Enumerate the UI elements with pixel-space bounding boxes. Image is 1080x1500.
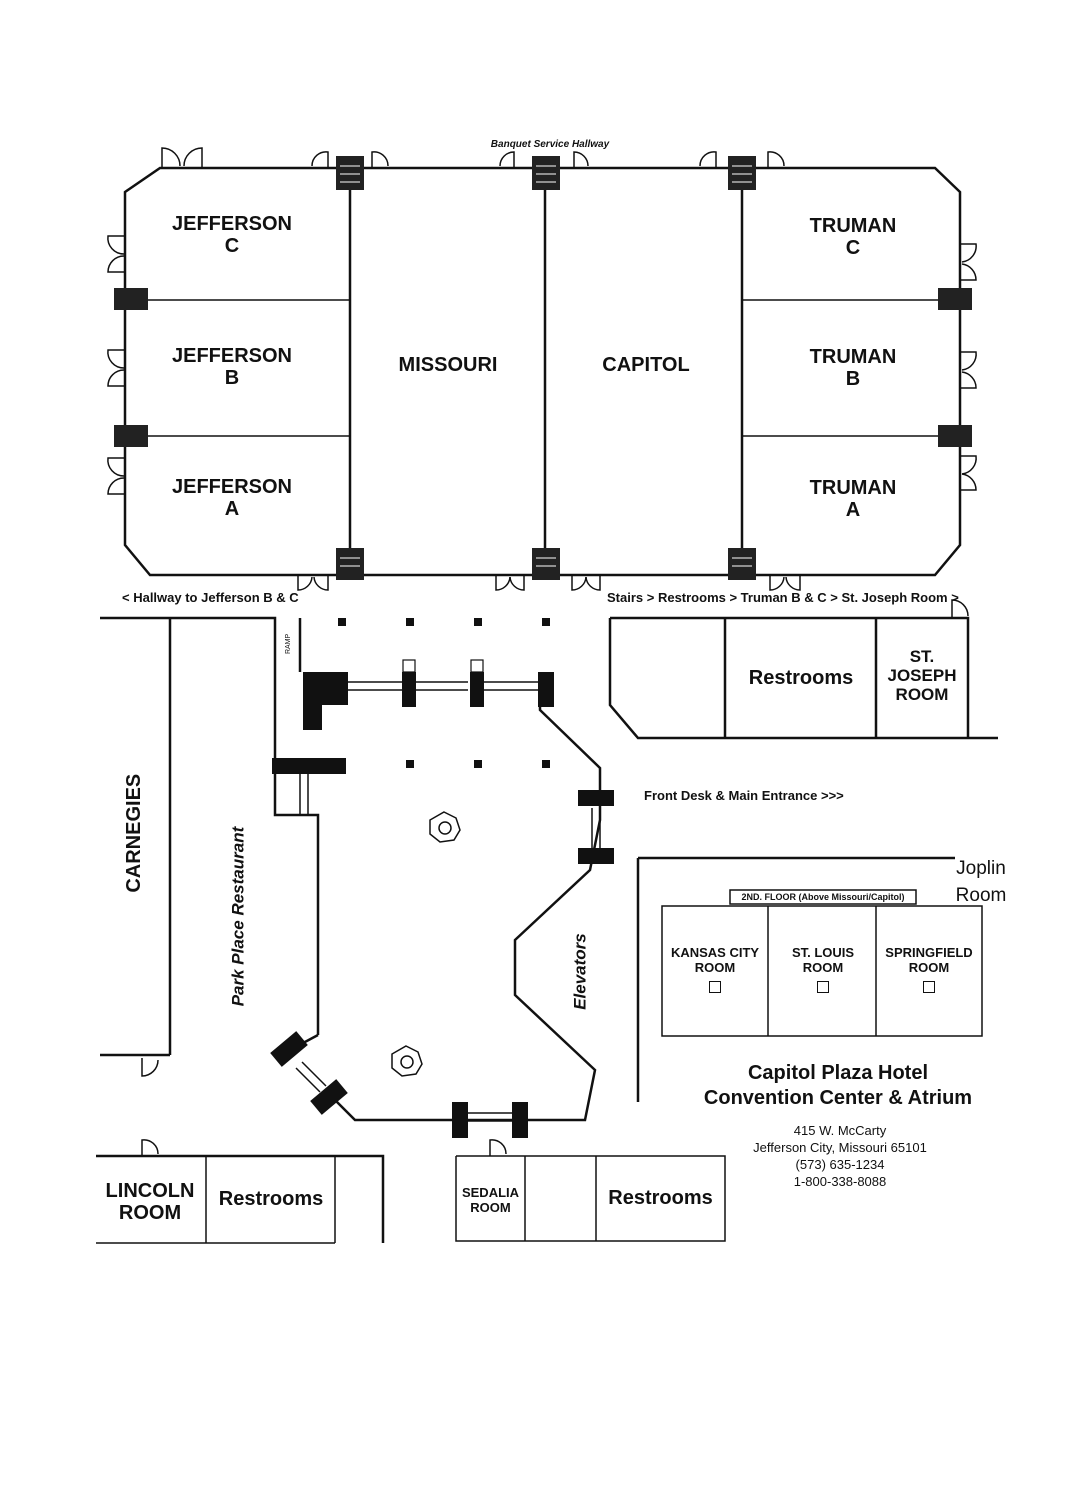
room-joplin-line2: Room xyxy=(955,884,1007,906)
room-st-joseph-line2: JOSEPH xyxy=(887,666,957,686)
room-sedalia: SEDALIA ROOM xyxy=(456,1185,525,1215)
hotel-address-line2: Jefferson City, Missouri 65101 xyxy=(753,1139,927,1155)
room-jefferson-a: JEFFERSON A xyxy=(160,476,304,521)
stair-square-icon xyxy=(709,981,721,994)
room-truman-a-letter: A xyxy=(845,499,861,522)
room-sedalia-line2: ROOM xyxy=(470,1199,511,1215)
room-truman-a-name: TRUMAN xyxy=(809,477,897,499)
room-springfield: SPRINGFIELD ROOM xyxy=(876,945,982,997)
room-truman-a: TRUMAN A xyxy=(790,477,916,522)
room-restrooms-east: Restrooms xyxy=(748,667,854,689)
room-jefferson-a-letter: A xyxy=(224,498,240,521)
room-st-louis: ST. LOUIS ROOM xyxy=(770,945,876,997)
room-missouri: MISSOURI xyxy=(398,354,498,376)
room-st-joseph-line3: ROOM xyxy=(895,685,949,705)
room-truman-b-letter: B xyxy=(845,368,861,391)
hotel-phone: (573) 635-1234 xyxy=(795,1156,885,1172)
room-st-louis-line2: ROOM xyxy=(802,959,844,975)
room-st-joseph-line1: ST. xyxy=(909,647,935,666)
room-restrooms-sw: Restrooms xyxy=(218,1188,324,1210)
room-st-louis-line1: ST. LOUIS xyxy=(791,945,855,960)
room-kansas-city: KANSAS CITY ROOM xyxy=(662,945,768,997)
room-carnegies: CARNEGIES xyxy=(122,773,145,893)
room-jefferson-c-name: JEFFERSON xyxy=(171,213,293,235)
note-stairs-route: Stairs > Restrooms > Truman B & C > St. … xyxy=(607,590,959,605)
room-jefferson-b-letter: B xyxy=(224,367,240,390)
note-banquet-hallway: Banquet Service Hallway xyxy=(490,139,610,150)
stair-square-icon xyxy=(817,981,829,994)
room-truman-c-name: TRUMAN xyxy=(809,215,897,237)
room-truman-b: TRUMAN B xyxy=(790,346,916,391)
room-jefferson-c-letter: C xyxy=(224,235,240,258)
hotel-tollfree: 1-800-338-8088 xyxy=(793,1173,887,1189)
room-truman-c-letter: C xyxy=(845,237,861,260)
note-front-desk: Front Desk & Main Entrance >>> xyxy=(644,788,844,803)
room-springfield-line1: SPRINGFIELD xyxy=(885,945,973,960)
room-springfield-line2: ROOM xyxy=(908,959,950,975)
hotel-address: 415 W. McCarty Jefferson City, Missouri … xyxy=(700,1123,980,1191)
room-kansas-city-line2: ROOM xyxy=(694,959,736,975)
room-restrooms-s: Restrooms xyxy=(608,1187,713,1209)
room-capitol: CAPITOL xyxy=(602,354,690,376)
room-jefferson-a-name: JEFFERSON xyxy=(171,476,293,498)
hotel-name-line2: Convention Center & Atrium xyxy=(703,1087,973,1109)
room-lincoln-line2: ROOM xyxy=(118,1202,182,1225)
room-joplin-line1: Joplin xyxy=(956,858,1006,879)
room-elevators: Elevators xyxy=(570,933,590,1010)
room-lincoln: LINCOLN ROOM xyxy=(96,1180,204,1225)
room-lincoln-line1: LINCOLN xyxy=(105,1180,195,1202)
room-st-joseph: ST. JOSEPH ROOM xyxy=(878,647,966,704)
room-truman-b-name: TRUMAN xyxy=(809,346,897,368)
note-ramp: RAMP xyxy=(285,633,293,655)
note-hallway-jefferson: < Hallway to Jefferson B & C xyxy=(122,590,299,605)
room-jefferson-c: JEFFERSON C xyxy=(160,213,304,258)
room-joplin: Joplin Room xyxy=(950,856,1012,909)
hotel-name-line1: Capitol Plaza Hotel xyxy=(747,1062,929,1084)
stair-square-icon xyxy=(923,981,935,994)
room-sedalia-line1: SEDALIA xyxy=(461,1185,520,1200)
room-park-place: Park Place Restaurant xyxy=(228,826,248,1007)
hotel-address-line1: 415 W. McCarty xyxy=(793,1123,887,1138)
note-second-floor: 2ND. FLOOR (Above Missouri/Capitol) xyxy=(741,892,905,902)
room-truman-c: TRUMAN C xyxy=(790,215,916,260)
room-jefferson-b-name: JEFFERSON xyxy=(171,345,293,367)
hotel-name: Capitol Plaza Hotel Convention Center & … xyxy=(660,1061,1016,1111)
room-kansas-city-line1: KANSAS CITY xyxy=(670,945,760,960)
room-jefferson-b: JEFFERSON B xyxy=(160,345,304,390)
